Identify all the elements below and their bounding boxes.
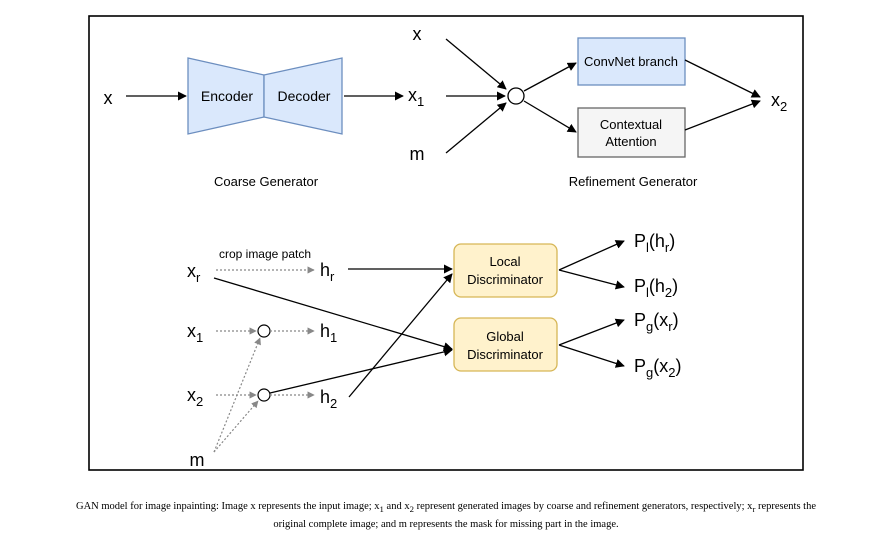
refine-input-m: m bbox=[410, 144, 425, 164]
decoder-block bbox=[263, 57, 343, 135]
convnet-branch-block bbox=[577, 37, 686, 86]
local-discriminator-label-2: Discriminator bbox=[467, 272, 544, 287]
output-pl-h2: Pl(h2) bbox=[634, 276, 678, 300]
patch-node-2 bbox=[257, 388, 271, 402]
global-discriminator-label-1: Global bbox=[486, 329, 524, 344]
local-discriminator-block bbox=[453, 243, 558, 298]
local-discriminator-label-1: Local bbox=[489, 254, 520, 269]
diagram-frame bbox=[88, 15, 804, 471]
input-x1: x1 bbox=[187, 321, 203, 345]
global-discriminator-label-2: Discriminator bbox=[467, 347, 544, 362]
arrow-node2-to-global bbox=[269, 347, 453, 394]
output-pg-xr: Pg(xr) bbox=[634, 310, 679, 334]
patch-node-1 bbox=[257, 324, 271, 338]
contextual-attention-block bbox=[577, 107, 686, 158]
coarse-output-x1: x1 bbox=[408, 85, 424, 109]
refine-join-node bbox=[507, 87, 525, 105]
arrow-join-to-attention bbox=[523, 100, 577, 133]
arrow-h2-to-local bbox=[348, 273, 453, 398]
refinement-generator-label: Refinement Generator bbox=[569, 174, 698, 189]
input-x2: x2 bbox=[187, 385, 203, 409]
decoder-label: Decoder bbox=[278, 88, 331, 104]
arrow-global-to-out3 bbox=[558, 318, 625, 346]
contextual-attention-label-1: Contextual bbox=[600, 117, 662, 132]
patch-hr: hr bbox=[320, 260, 335, 284]
arrow-global-to-out4 bbox=[558, 344, 625, 368]
global-discriminator-block bbox=[453, 317, 558, 372]
arrow-convnet-to-x2 bbox=[684, 59, 761, 98]
patch-h2: h2 bbox=[320, 387, 337, 411]
input-xr: xr bbox=[187, 261, 201, 285]
dotted-m-to-node1 bbox=[213, 337, 261, 453]
convnet-branch-label: ConvNet branch bbox=[584, 54, 678, 69]
caption-line-1: GAN model for image inpainting: Image x … bbox=[75, 501, 817, 515]
contextual-attention-label-2: Attention bbox=[605, 134, 656, 149]
caption-line-2: original complete image; and m represent… bbox=[273, 519, 619, 531]
arrow-local-to-out2 bbox=[558, 269, 625, 290]
output-pl-hr: Pl(hr) bbox=[634, 231, 675, 255]
refine-input-x: x bbox=[413, 24, 422, 44]
figure-caption: GAN model for image inpainting: Image x … bbox=[0, 499, 892, 532]
arrow-x-to-join bbox=[445, 38, 507, 90]
crop-image-patch-label: crop image patch bbox=[219, 247, 311, 261]
coarse-input-label: x bbox=[104, 88, 113, 108]
input-m: m bbox=[190, 450, 205, 470]
arrow-local-to-out1 bbox=[558, 240, 625, 271]
arrow-xr-to-global bbox=[213, 277, 453, 352]
patch-h1: h1 bbox=[320, 321, 337, 345]
refine-output-x2: x2 bbox=[771, 90, 787, 114]
arrow-join-to-convnet bbox=[523, 62, 577, 92]
arrow-m-to-join bbox=[445, 102, 507, 154]
encoder-label: Encoder bbox=[201, 88, 253, 104]
output-pg-x2: Pg(x2) bbox=[634, 356, 681, 380]
dotted-m-to-node2 bbox=[213, 400, 259, 453]
coarse-generator-label: Coarse Generator bbox=[214, 174, 319, 189]
arrow-attention-to-x2 bbox=[684, 99, 761, 131]
